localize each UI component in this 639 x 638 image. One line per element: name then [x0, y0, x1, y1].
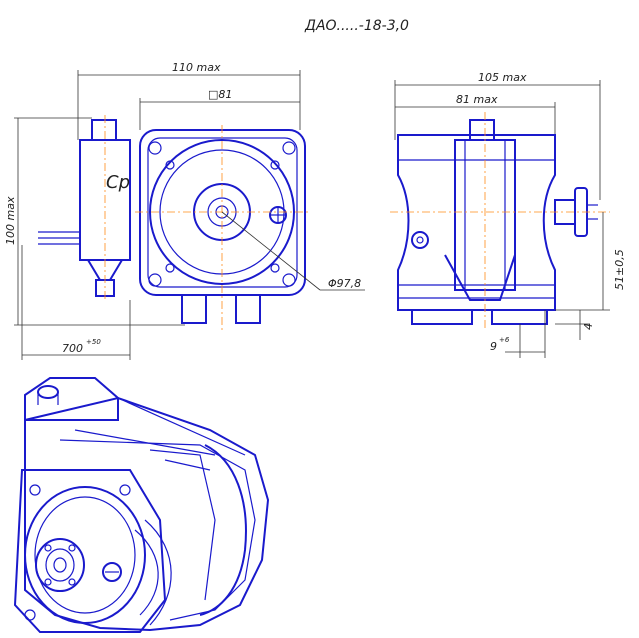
width-105-label: 105 max: [478, 71, 527, 84]
side-foot-right: [491, 309, 548, 325]
motor-body-front: [139, 129, 306, 296]
iso-front-face: [13, 469, 167, 633]
drawing-title: ДАО.....-18-3,0: [304, 18, 409, 34]
dim-4-label: 4: [582, 323, 595, 330]
iso-screw-icon: [102, 562, 122, 582]
side-terminal: [469, 119, 495, 141]
width-110-label: 110 max: [172, 61, 221, 74]
dim-700-label: 700: [62, 342, 83, 355]
capacitor-label: Cp: [106, 172, 130, 193]
square-81-label: □81: [208, 88, 232, 101]
side-screw-icon: [411, 231, 429, 249]
side-view: 105 max 81 max 51±0,5 4: [390, 71, 626, 358]
stator-circle: [149, 139, 295, 285]
front-view: 110 max □81 Cp: [4, 61, 365, 360]
width-81-label: 81 max: [456, 93, 498, 106]
diameter-label: Φ97,8: [328, 277, 361, 290]
side-foot-left: [411, 309, 473, 325]
height-100-label: 100 max: [4, 196, 17, 245]
motor-body-side: [397, 134, 556, 311]
isometric-view: [13, 377, 270, 633]
dim-9-label: 9: [490, 340, 497, 353]
dim-51-label: 51±0,5: [613, 249, 626, 290]
dim-700-tolerance: +50: [86, 338, 101, 346]
iso-flange: [35, 538, 85, 592]
capacitor-terminal: [91, 119, 117, 141]
dim-9-tolerance: +6: [499, 336, 510, 344]
foot-right: [235, 294, 261, 324]
iso-housing: [24, 396, 270, 632]
foot-left: [181, 294, 207, 324]
